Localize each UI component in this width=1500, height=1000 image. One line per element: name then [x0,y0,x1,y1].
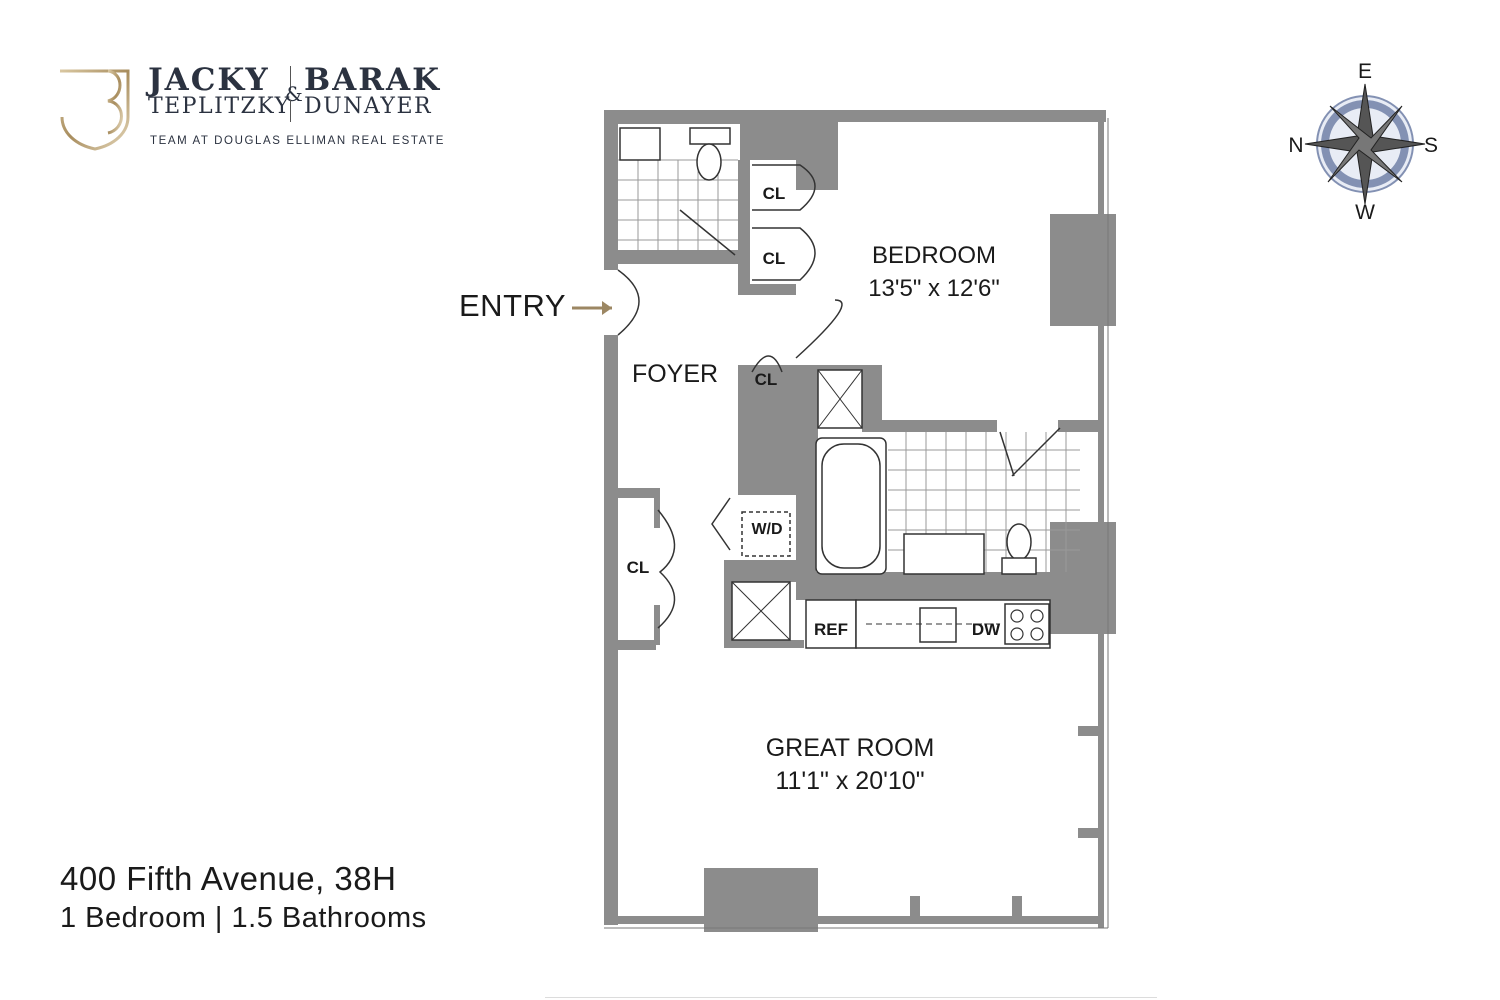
compass-left-label: N [1288,134,1303,157]
great-room-label: GREAT ROOM [766,734,935,762]
bedroom-size: 13'5" x 12'6" [868,275,1000,302]
lower-toilet-tank-icon [1001,557,1037,575]
compass-top-label: E [1358,60,1372,83]
brand-name-barak: BARAK [304,62,442,98]
washer-dryer-icon [741,511,791,557]
closet-door-1-icon [752,164,816,211]
brand-name-dunayer: DUNAYER [304,94,433,119]
entry-label: ENTRY [459,288,567,323]
refrigerator-icon [805,599,857,649]
foyer-label: FOYER [632,360,718,388]
bedroom-label: BEDROOM [872,242,996,269]
compass-bottom-label: W [1355,201,1375,224]
lower-sink-icon [903,533,985,575]
door-swings [617,164,1061,629]
upper-toilet-tank-icon [689,127,731,145]
upper-sink-icon [619,127,661,161]
compass-rose-icon [1304,83,1426,205]
kitchen-sink-icon [919,607,957,643]
jb-monogram-icon [60,69,130,151]
refrigerator-label: REF [814,620,848,639]
wd-door-icon [711,497,731,551]
bathtub-basin-icon [821,443,881,569]
shaft-crosses [731,369,1000,641]
closet-door-3-icon [751,355,783,373]
brand-logo: JACKY BARAK TEPLITZKY & DUNAYER TEAM AT … [58,62,458,152]
closet-label-3: CL [755,370,778,389]
stove-burners [1010,609,1044,641]
brand-divider [290,66,291,90]
dishwasher-label: DW [972,620,1001,639]
upper-toilet-icon [696,143,722,181]
window-lines [604,118,1109,929]
great-room-size: 11'1" x 20'10" [775,767,924,795]
closet-label-4: CL [627,558,650,577]
brand-name-jacky: JACKY [148,62,270,98]
entry-arrow-icon [572,301,612,315]
brand-name-teplitzky: TEPLITZKY [148,94,291,119]
entry-door-icon [617,269,640,336]
upper-bath-tiles [618,159,738,250]
footer-divider [545,997,1157,998]
closet-door-4-icon [657,509,676,629]
closet-label-2: CL [763,249,786,268]
lower-bath-tiles [888,432,1080,572]
closet-label-1: CL [763,184,786,203]
lower-toilet-icon [1006,523,1032,561]
listing-summary: 1 Bedroom | 1.5 Bathrooms [60,902,427,934]
walls [604,110,1116,932]
brand-divider-lower [290,100,291,122]
stove-icon [1004,603,1050,645]
brand-subtitle: TEAM AT DOUGLAS ELLIMAN REAL ESTATE [150,135,446,147]
compass-right-label: S [1424,134,1438,157]
washer-dryer-label: W/D [751,521,782,538]
listing-address: 400 Fifth Avenue, 38H [60,860,397,897]
brand-ampersand: & [285,82,303,106]
closet-door-2-icon [752,227,816,281]
